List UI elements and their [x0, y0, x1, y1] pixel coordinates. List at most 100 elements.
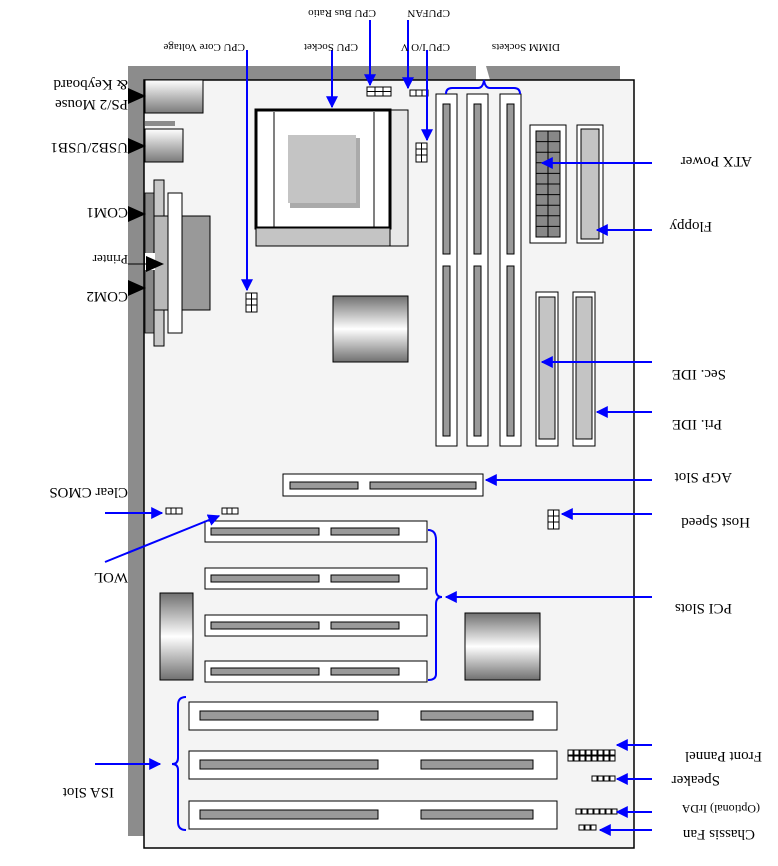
label-keyboard: & Keyboard [53, 76, 128, 92]
front-panel-pin [597, 755, 604, 762]
front-panel-pin [567, 755, 574, 762]
dimm-pin-row [473, 265, 482, 437]
cpu-bus-ratio-jumper [366, 86, 392, 97]
pci-pin-row [210, 574, 320, 583]
front-panel-pin [585, 749, 592, 756]
dimm-pin-row [442, 265, 451, 437]
port-pointer-arrows [128, 88, 164, 296]
cpufan-connector [409, 89, 429, 97]
label-sec-ide: Sec. IDE [672, 366, 726, 382]
pci-pin-row [330, 621, 400, 630]
label-pci-slots: PCI Slots [675, 600, 732, 616]
pci-pin-row [330, 667, 400, 676]
label-isa-slot: ISA Slot [62, 784, 114, 800]
front-panel-pin [609, 749, 616, 756]
south-bridge-chip [464, 612, 541, 681]
label-front-pannel: Front Pannel [685, 748, 762, 764]
isa-pin-row [199, 710, 379, 721]
front-panel-headers [567, 749, 618, 831]
dimm-pin-row [506, 103, 515, 255]
label-com1: COM1 [86, 204, 128, 220]
label-irda: (Optional) IrDA [681, 802, 760, 816]
irda-pin [605, 808, 612, 815]
label-chassis-fan: Chassis Fan [682, 826, 755, 842]
label-wol: WOL [94, 569, 128, 585]
dimm-pin-row [473, 103, 482, 255]
label-floppy: Floppy [669, 218, 712, 234]
label-usb: USB2/USB1 [50, 139, 128, 155]
label-printer: Printer [92, 252, 128, 267]
ps2-port [144, 79, 204, 114]
front-panel-pin [603, 755, 610, 762]
front-panel-pin [579, 749, 586, 756]
usb-port [144, 128, 184, 163]
isa-pin-row [199, 759, 379, 770]
secondary-ide-connector [535, 291, 559, 447]
primary-ide-connector [572, 291, 596, 447]
front-panel-pin [573, 749, 580, 756]
wol-connector [221, 507, 239, 515]
isa-slots [188, 701, 558, 830]
irda-pin [611, 808, 618, 815]
pci-pin-row [210, 667, 320, 676]
chassis-fan-pin [584, 824, 591, 831]
speaker-pin [603, 775, 610, 782]
dimm-pin-row [506, 265, 515, 437]
label-cpufan: CPUFAN [407, 7, 450, 19]
irda-pin [581, 808, 588, 815]
label-cpu-socket: CPU Socket [304, 41, 358, 53]
irda-pin [593, 808, 600, 815]
leader-lines [95, 20, 652, 836]
clear-cmos-jumper [165, 507, 183, 515]
front-panel-pin [591, 749, 598, 756]
cpu-socket [254, 108, 409, 247]
labels: CPU Core Voltage CPU Socket CPU Bus Rati… [49, 7, 762, 842]
atx-power-connector [529, 124, 567, 244]
isa-pin-row [420, 759, 534, 770]
front-panel-pin [597, 749, 604, 756]
cpu-core-voltage-jumper [245, 292, 258, 313]
pci-slots [204, 520, 428, 683]
isa-pin-row [420, 710, 534, 721]
front-panel-pin [609, 755, 616, 762]
front-panel-pin [573, 755, 580, 762]
pci-pin-row [210, 527, 320, 536]
pci-pin-row [330, 527, 400, 536]
front-panel-pin [567, 749, 574, 756]
label-cpu-bus-ratio: CPU Bus Ratio [308, 7, 376, 19]
label-clear-cmos: Clear CMOS [49, 484, 128, 500]
label-com2: COM2 [86, 288, 128, 304]
label-agp-slot: AGP Slot [674, 469, 732, 485]
chassis-fan-pin [590, 824, 597, 831]
cpu-io-v-jumper [415, 142, 428, 163]
bios-chip [159, 592, 194, 681]
floppy-connector [576, 124, 604, 244]
front-panel-pin [603, 749, 610, 756]
chassis-fan-pin [578, 824, 585, 831]
label-atx-power: ATX Power [681, 153, 752, 169]
host-speed-jumper [547, 509, 560, 530]
label-cpu-io-v: CPU I/O V [401, 41, 450, 53]
isa-pin-row [420, 809, 534, 820]
dimm-sockets [435, 93, 522, 447]
speaker-pin [591, 775, 598, 782]
label-cpu-core-voltage: CPU Core Voltage [163, 41, 245, 53]
label-dimm-sockets: DIMM Sockets [492, 41, 560, 53]
label-host-speed: Host Speed [681, 514, 750, 530]
speaker-pin [609, 775, 616, 782]
speaker-pin [597, 775, 604, 782]
io-shield [128, 66, 620, 836]
front-panel-pin [591, 755, 598, 762]
pci-pin-row [210, 621, 320, 630]
agp-slot [282, 473, 484, 497]
label-speaker: Speaker [672, 772, 720, 788]
irda-pin [587, 808, 594, 815]
pci-pin-row [330, 574, 400, 583]
irda-pin [575, 808, 582, 815]
irda-pin [599, 808, 606, 815]
dimm-pin-row [442, 103, 451, 255]
front-panel-pin [585, 755, 592, 762]
label-ps2-mouse: PS/2 Mouse [55, 96, 128, 112]
front-panel-pin [579, 755, 586, 762]
